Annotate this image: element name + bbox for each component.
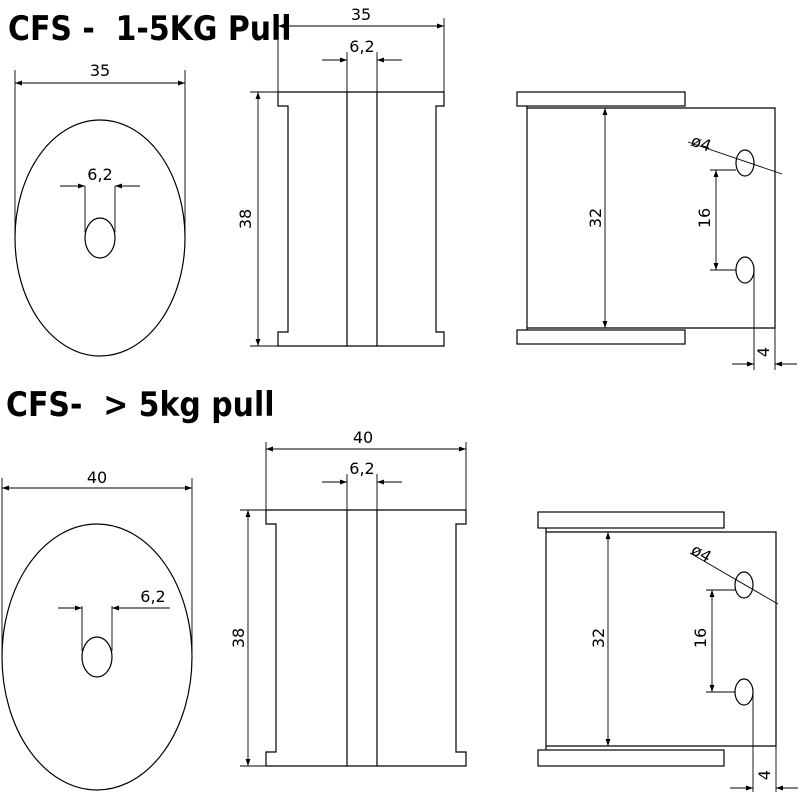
width-label: 40 [353,428,373,447]
offset-label: 4 [755,770,774,780]
spring-disc-outline [1,523,193,791]
side-view-1-5kg: 35 6,2 38 [236,5,445,347]
hole-diameter-leader [689,552,779,605]
hole-label: 6,2 [140,587,165,606]
width-label: 35 [351,5,371,24]
height-label: 38 [229,628,248,648]
hole-label: 6,2 [349,459,374,478]
hole-diameter-label: ø4 [689,131,714,156]
length-label: 32 [586,208,605,228]
length-label: 32 [589,628,608,648]
diameter-label: 35 [90,61,110,80]
center-hole [84,217,116,259]
mount-hole-upper [734,571,754,599]
mount-hole-lower [735,256,755,284]
hole-spacing-label: 16 [691,628,710,648]
diameter-label: 40 [87,468,107,487]
offset-label: 4 [754,347,773,357]
side-view-over-5kg: 40 6,2 38 [229,428,467,767]
front-view-1-5kg: 35 6,2 [14,61,186,357]
section-title-over-5kg: CFS- > 5kg pull [6,385,275,425]
mount-hole-upper [735,149,755,177]
hole-spacing-label: 16 [695,208,714,228]
hole-label: 6,2 [349,37,374,56]
hole-diameter-leader [687,141,783,175]
end-view-1-5kg: 32 16 ø4 4 [516,91,797,370]
height-label: 38 [236,209,255,229]
end-view-over-5kg: 32 16 ø4 4 [537,511,798,792]
center-hole [81,636,113,678]
hole-label: 6,2 [87,165,112,184]
spool-profile [265,509,467,767]
section-title-1-5kg: CFS - 1-5KG Pull [8,9,292,49]
front-view-over-5kg: 40 6,2 [1,468,193,791]
mount-hole-lower [734,678,754,706]
hole-diameter-label: ø4 [688,540,715,566]
spool-profile [277,91,445,347]
spring-disc-outline [14,119,186,357]
